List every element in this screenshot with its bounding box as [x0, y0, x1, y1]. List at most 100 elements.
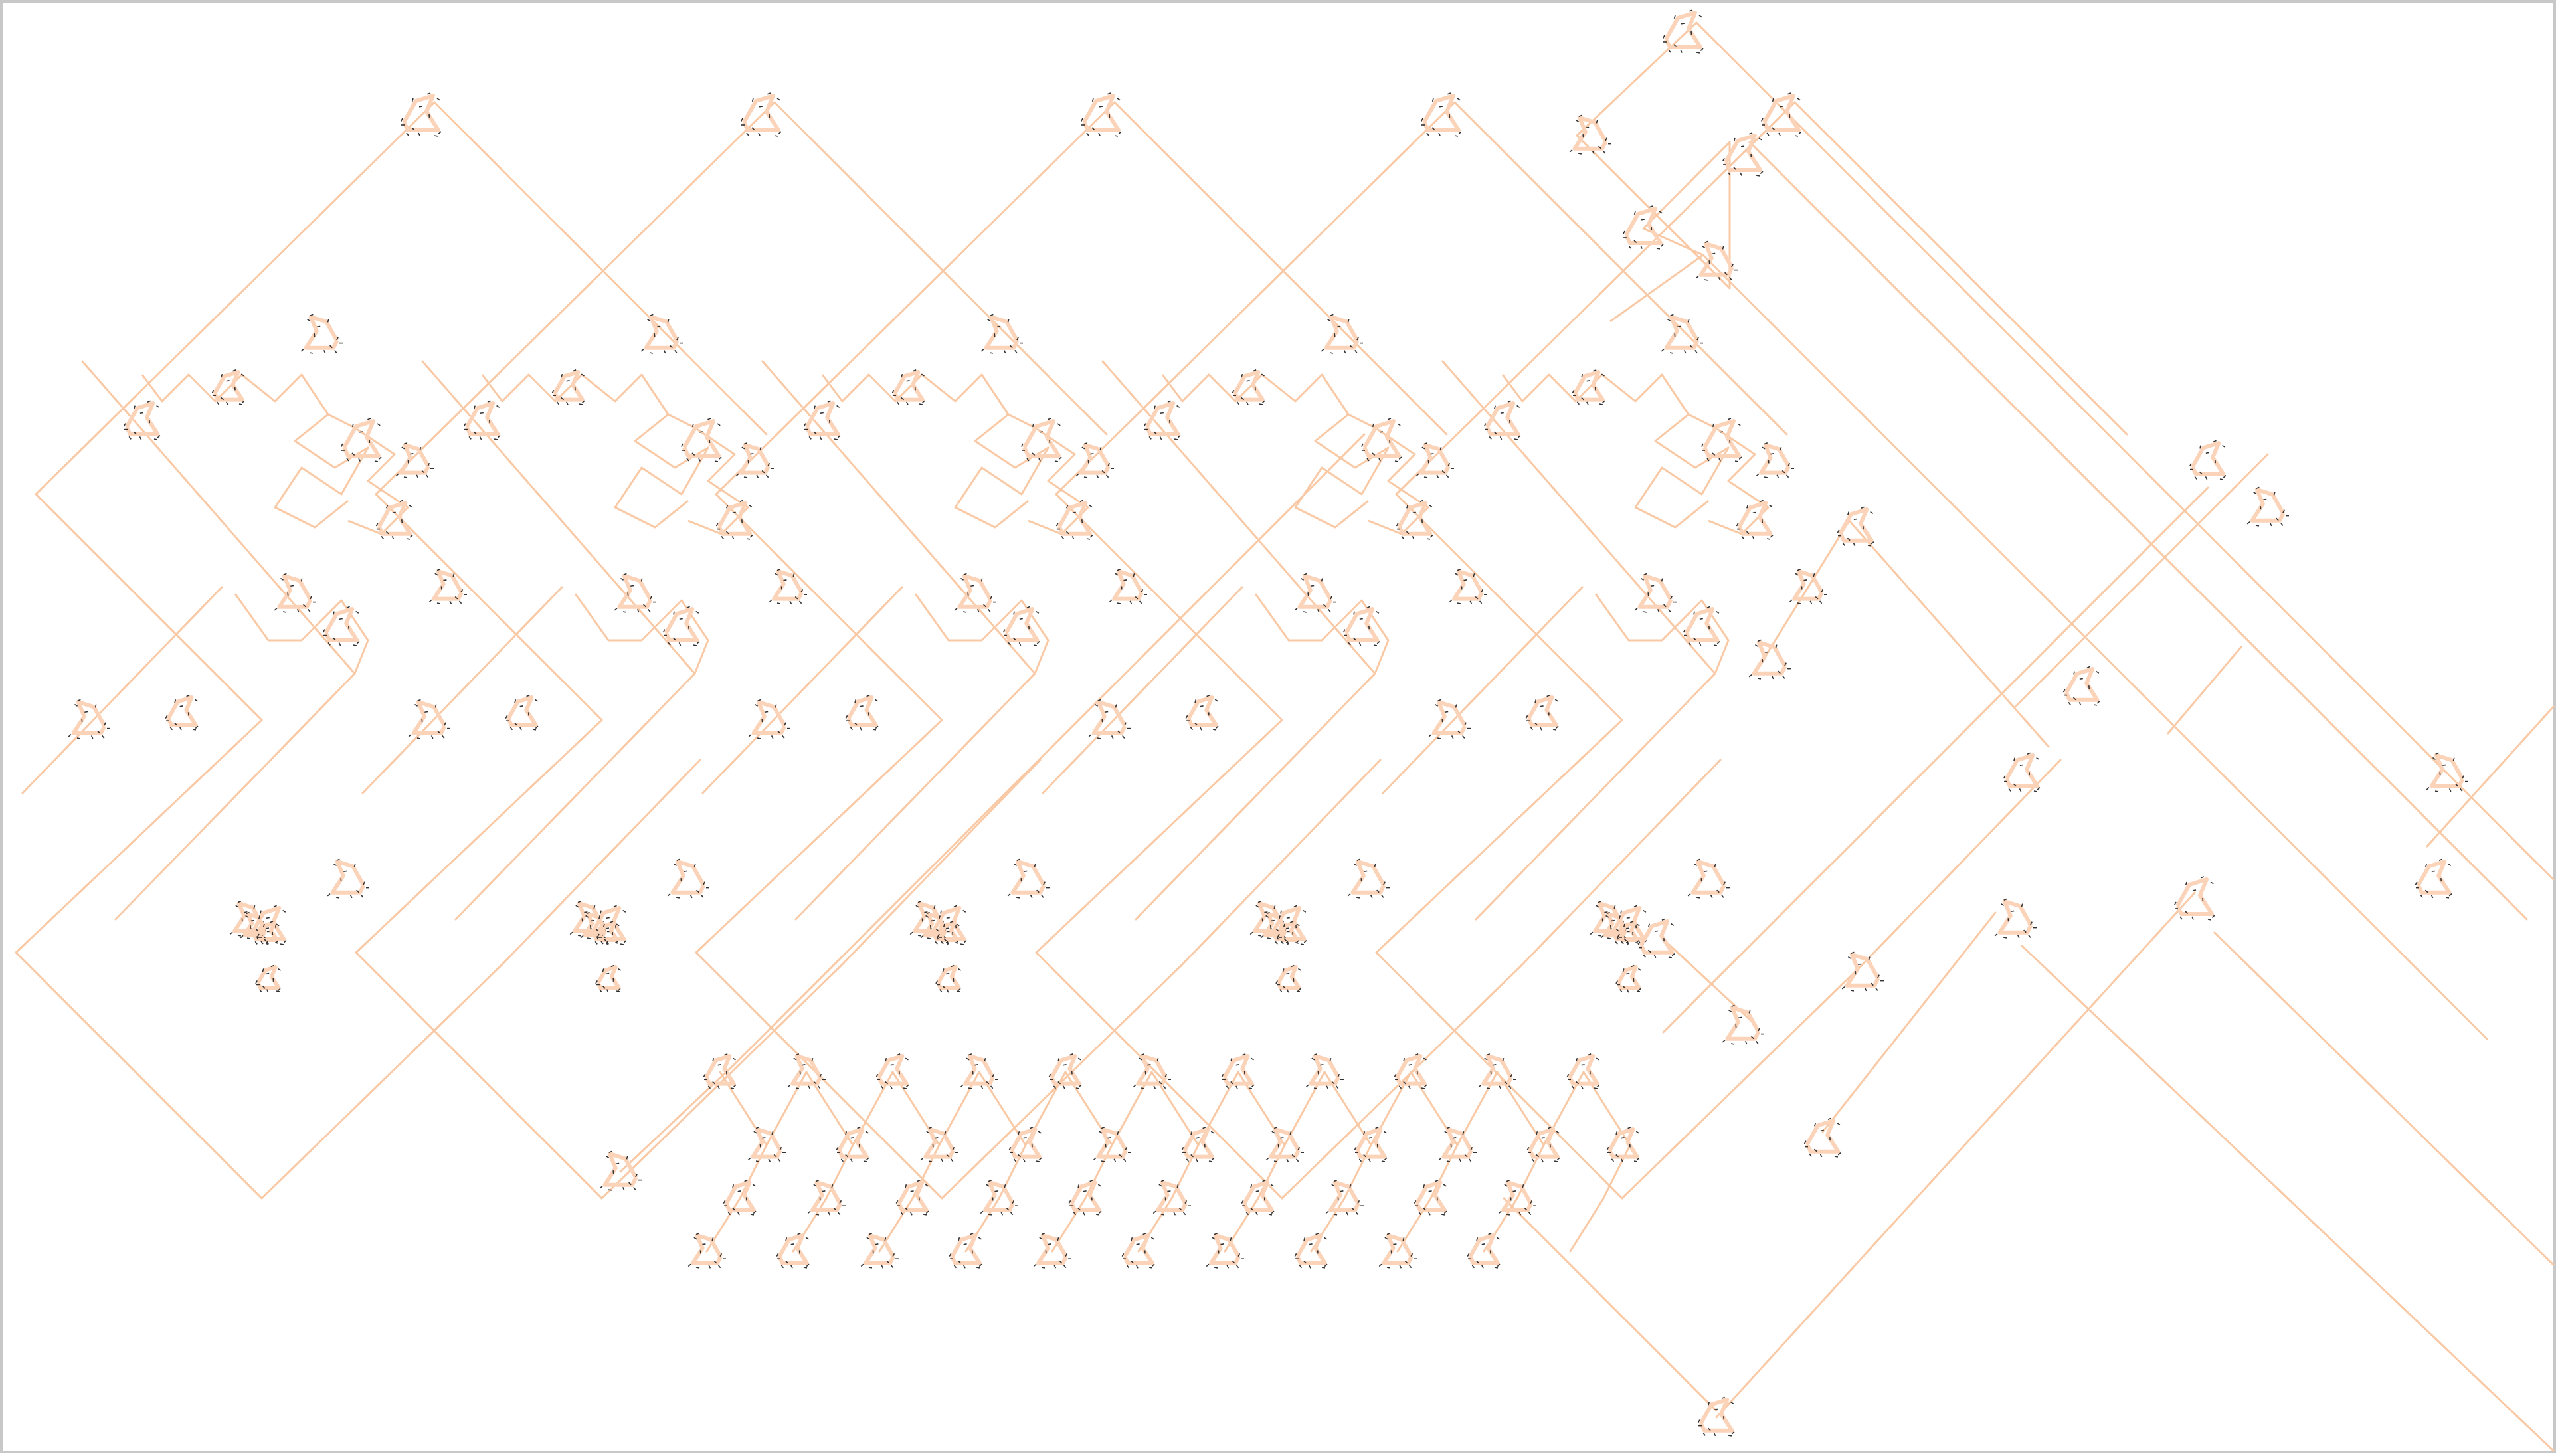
- graph-edge: [456, 674, 695, 919]
- node-loop: [1311, 1056, 1338, 1084]
- node-mark: [1714, 645, 1717, 646]
- node-mark: [333, 612, 334, 615]
- node-mark: [1657, 248, 1660, 249]
- node-mark: [2034, 791, 2037, 792]
- node-mark: [1638, 968, 1641, 970]
- node-cluster: [596, 966, 621, 992]
- node-mark: [129, 436, 131, 439]
- node-mark: [1099, 133, 1100, 136]
- node-mark: [1258, 935, 1261, 936]
- node-loop: [1138, 1056, 1166, 1084]
- node-mark: [1842, 987, 1845, 989]
- node-mark: [1797, 603, 1801, 604]
- node-mark: [1382, 1161, 1385, 1162]
- node-mark: [1226, 1086, 1228, 1089]
- node-mark: [1495, 1267, 1498, 1268]
- node-mark: [767, 475, 769, 478]
- node-mark: [1083, 1191, 1087, 1192]
- node-cluster: [2175, 877, 2215, 920]
- node-mark: [255, 941, 257, 944]
- node-mark: [707, 418, 711, 420]
- node-mark: [838, 1212, 840, 1215]
- node-mark: [755, 705, 757, 707]
- node-loop: [1297, 1235, 1325, 1263]
- node-mark: [1123, 580, 1127, 581]
- node-loop: [1470, 1235, 1498, 1263]
- node-mark: [841, 1159, 843, 1162]
- node-mark: [850, 727, 852, 730]
- node-mark: [696, 1267, 699, 1268]
- node-mark: [1554, 1161, 1558, 1162]
- node-mark: [1627, 917, 1630, 918]
- node-mark: [809, 436, 811, 439]
- node-cluster: [429, 569, 467, 604]
- node-mark: [702, 1244, 705, 1245]
- node-mark: [634, 1187, 636, 1190]
- node-mark: [381, 536, 383, 539]
- node-mark: [1107, 475, 1109, 478]
- node-mark: [1344, 350, 1346, 353]
- node-loop: [326, 609, 357, 640]
- node-mark: [2420, 895, 2422, 897]
- node-mark: [1540, 706, 1544, 707]
- node-mark: [307, 319, 310, 321]
- node-mark: [1669, 609, 1671, 612]
- node-mark: [606, 928, 609, 929]
- node-mark: [1337, 326, 1340, 327]
- node-mark: [688, 1264, 691, 1266]
- node-mark: [1095, 705, 1097, 707]
- node-mark: [2080, 678, 2083, 679]
- node-mark: [1789, 600, 1792, 602]
- node-loop: [1740, 503, 1771, 534]
- node-loop: [1224, 1056, 1252, 1084]
- node-mark: [480, 412, 484, 413]
- node-mark: [1413, 512, 1416, 513]
- node-mark: [1369, 1159, 1370, 1162]
- node-mark: [2037, 758, 2039, 760]
- node-mark: [1267, 938, 1271, 939]
- node-mark: [1348, 894, 1350, 896]
- node-mark: [1236, 1086, 1237, 1089]
- node-loop: [1271, 1129, 1299, 1157]
- node-mark: [947, 990, 949, 992]
- node-mark: [1723, 158, 1724, 161]
- node-mark: [1209, 1161, 1212, 1162]
- node-mark: [738, 1212, 739, 1215]
- node-mark: [668, 894, 670, 896]
- node-mark: [960, 944, 964, 945]
- node-loop: [1693, 862, 1724, 893]
- node-mark: [437, 98, 440, 100]
- node-cluster: [1616, 966, 1641, 992]
- node-mark: [414, 705, 417, 707]
- node-mark: [1696, 52, 1700, 53]
- node-mark: [1752, 536, 1754, 539]
- node-mark: [266, 917, 270, 918]
- node-mark: [777, 603, 780, 604]
- node-mark: [981, 1086, 982, 1089]
- node-mark: [1382, 895, 1384, 897]
- node-mark: [614, 905, 617, 907]
- node-mark: [946, 928, 949, 929]
- node-loop: [754, 702, 785, 733]
- node-loop: [684, 421, 719, 456]
- node-mark: [674, 864, 676, 866]
- node-mark: [1127, 1265, 1129, 1268]
- node-mark: [1427, 133, 1429, 136]
- graph-edge: [36, 102, 434, 494]
- node-mark: [1073, 512, 1076, 513]
- node-loop: [673, 862, 704, 893]
- node-mark: [964, 1265, 965, 1268]
- node-cluster: [396, 443, 434, 478]
- node-mark: [1161, 1214, 1164, 1215]
- node-loop: [1397, 1056, 1425, 1084]
- node-mark: [1669, 957, 1672, 958]
- node-mark: [680, 618, 683, 619]
- node-cluster: [274, 573, 316, 612]
- node-mark: [1711, 895, 1712, 897]
- node-cluster: [1805, 1118, 1841, 1157]
- node-mark: [1731, 1402, 1734, 1404]
- node-mark: [978, 1237, 981, 1239]
- node-mark: [958, 968, 960, 970]
- node-mark: [1206, 1264, 1209, 1266]
- graph-edge: [16, 953, 262, 1198]
